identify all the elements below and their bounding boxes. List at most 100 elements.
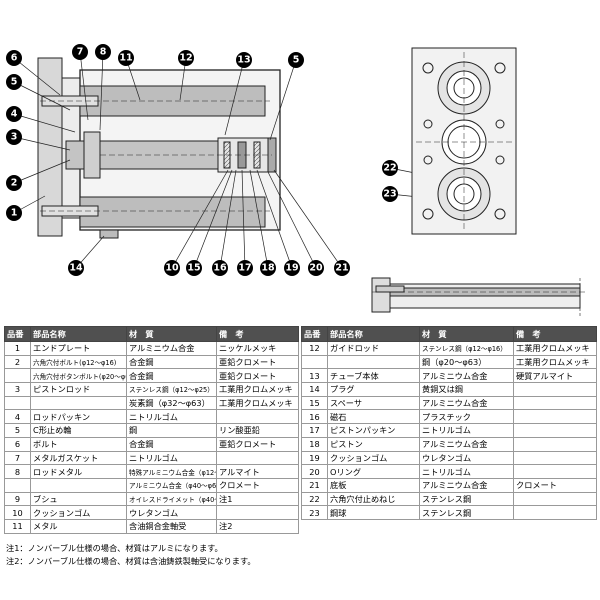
svg-text:19: 19 (285, 263, 298, 274)
cell-no: 4 (4, 409, 31, 425)
cell-note (513, 436, 597, 452)
callout-5-top: 5 (288, 52, 304, 68)
cell-material: アルミニウム合金 (419, 395, 514, 411)
cell-material: ニトリルゴム (126, 409, 217, 425)
cell-no: 2 (4, 354, 31, 370)
table-header-row: 品番 部品名称 材 質 備 考 (4, 326, 299, 342)
cell-name: Oリング (327, 464, 420, 479)
callout-12: 12 (178, 50, 194, 66)
cell-no: 22 (301, 491, 328, 507)
table-row: アルミニウム合金（φ40〜φ63）クロメート (4, 477, 299, 493)
svg-text:16: 16 (213, 263, 227, 274)
cell-name: 鋼球 (327, 505, 420, 520)
svg-text:7: 7 (77, 47, 84, 58)
callout-6: 6 (6, 50, 22, 66)
cell-note: 亜鉛クロメート (216, 354, 299, 370)
cell-name: C形止め輪 (30, 423, 127, 438)
cell-no: 19 (301, 450, 328, 466)
svg-text:14: 14 (69, 263, 83, 274)
callout-14: 14 (68, 260, 84, 276)
cell-material: ステンレス鋼（φ12〜φ25） (126, 382, 217, 397)
cell-note: アルマイト (216, 464, 299, 479)
callout-23: 23 (382, 186, 398, 202)
cell-name: 六角穴付止めねじ (327, 491, 420, 507)
cell-note: 工業用クロムメッキ (216, 382, 299, 397)
col-header-name: 部品名称 (30, 326, 127, 342)
cell-name: エンドプレート (30, 341, 127, 356)
cell-no: 23 (301, 505, 328, 520)
callout-20: 20 (308, 260, 324, 276)
cell-no: 8 (4, 464, 31, 479)
cell-note (216, 409, 299, 425)
svg-text:22: 22 (383, 163, 396, 174)
cell-no: 20 (301, 464, 328, 479)
cell-note (513, 464, 597, 479)
cell-note (513, 395, 597, 411)
cell-material: 特殊アルミニウム合金（φ12〜φ32） (126, 464, 217, 479)
callout-15: 15 (186, 260, 202, 276)
col-header-name: 部品名称 (327, 326, 420, 342)
callout-18: 18 (260, 260, 276, 276)
cell-no (301, 354, 328, 370)
cell-name (327, 354, 420, 370)
cell-no (4, 368, 31, 384)
col-header-material: 材 質 (419, 326, 514, 342)
cell-note: 工業用クロムメッキ (216, 395, 299, 411)
callout-17: 17 (237, 260, 253, 276)
cell-note: リン酸亜鉛 (216, 423, 299, 438)
cell-note: クロメート (513, 477, 597, 493)
cell-no: 1 (4, 341, 31, 356)
cell-name: ガイドロッド (327, 341, 420, 356)
end-view (411, 47, 517, 235)
cell-name: メタル (30, 518, 127, 534)
cell-note: 注1 (216, 491, 299, 507)
col-header-note: 備 考 (216, 326, 299, 342)
callout-13: 13 (236, 52, 252, 68)
cell-material: ステンレス鋼 (419, 505, 514, 520)
cell-note: 工業用クロムメッキ (513, 354, 597, 370)
cell-name: 磁石 (327, 409, 420, 425)
cell-name: ブシュ (30, 491, 127, 507)
cell-name (30, 395, 127, 411)
note-2: 注2：ノンバーブル仕様の場合、材質は含油鋳鉄製軸受になります。 (6, 556, 256, 566)
side-view (371, 277, 585, 316)
cell-material: ニトリルゴム (419, 464, 514, 479)
cylinder-cross-section-drawing: 6 7 8 11 12 13 5 5 4 3 2 1 14 10 15 16 1… (6, 44, 585, 316)
cell-material: 合金鋼 (126, 368, 217, 384)
callout-21: 21 (334, 260, 350, 276)
cell-material: 合金鋼 (126, 436, 217, 452)
cell-material: ウレタンゴム (419, 450, 514, 466)
cell-name: クッションゴム (327, 450, 420, 466)
cell-name: ロッドメタル (30, 464, 127, 479)
svg-text:4: 4 (11, 109, 18, 120)
table-row: 炭素鋼（φ32〜φ63）工業用クロムメッキ (4, 395, 299, 411)
svg-text:20: 20 (309, 263, 323, 274)
cell-no: 16 (301, 409, 328, 425)
cell-material: アルミニウム合金 (419, 477, 514, 493)
callout-8: 8 (95, 44, 111, 60)
cell-note: 注2 (216, 518, 299, 534)
svg-text:6: 6 (11, 53, 18, 64)
cell-no: 11 (4, 518, 31, 534)
cell-material: アルミニウム合金 (419, 368, 514, 384)
cell-material: ニトリルゴム (419, 423, 514, 438)
cell-name: ピストン (327, 436, 420, 452)
cell-name: 底板 (327, 477, 420, 493)
cell-material: ステンレス鋼（φ12〜φ16） (419, 341, 514, 356)
cell-name: チューブ本体 (327, 368, 420, 384)
table-header-row: 品番 部品名称 材 質 備 考 (301, 326, 597, 342)
main-section-view (37, 57, 281, 239)
col-header-note: 備 考 (513, 326, 597, 342)
svg-text:10: 10 (165, 263, 179, 274)
cell-name: ロッドパッキン (30, 409, 127, 425)
cell-material: 合金鋼 (126, 354, 217, 370)
svg-text:5: 5 (293, 55, 300, 66)
